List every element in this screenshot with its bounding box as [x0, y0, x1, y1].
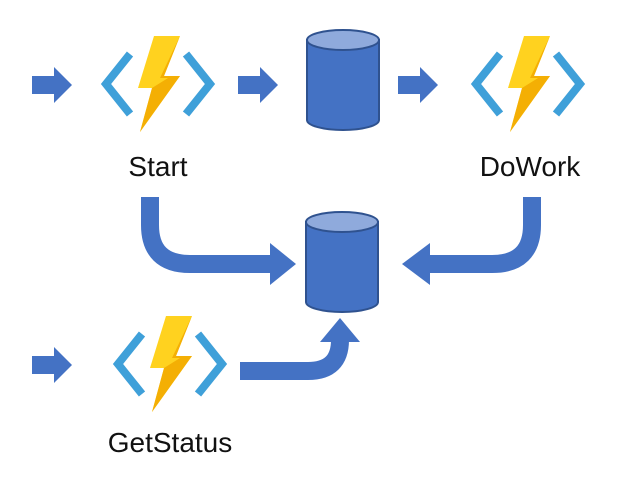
input-arrow-getstatus	[32, 347, 72, 383]
arrow-start-to-state-head	[270, 243, 296, 285]
arrow-dowork-to-state-head	[402, 243, 430, 285]
dowork-function-icon	[476, 36, 580, 132]
dowork-label: DoWork	[479, 151, 581, 182]
queue-storage-icon	[306, 29, 380, 131]
start-function-icon	[106, 36, 210, 132]
arrow-getstatus-to-state	[240, 339, 349, 380]
arrow-start-to-queue	[238, 67, 278, 103]
arrow-dowork-to-state	[428, 197, 541, 273]
start-label: Start	[128, 151, 188, 182]
arrow-getstatus-to-state-head	[320, 318, 360, 342]
arrow-start-to-state	[141, 197, 272, 273]
state-storage-icon	[305, 211, 379, 313]
getstatus-function-icon	[118, 316, 222, 412]
arrow-queue-to-dowork	[398, 67, 438, 103]
input-arrow-start	[32, 67, 72, 103]
getstatus-label: GetStatus	[107, 427, 233, 458]
